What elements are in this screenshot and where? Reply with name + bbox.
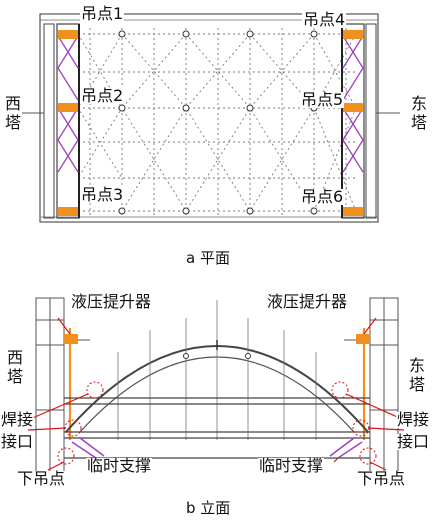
hoist-point-2-label: 吊点2 xyxy=(80,86,125,105)
elev-west-tower-label: 西塔 xyxy=(6,348,23,386)
leader-lines xyxy=(27,317,405,471)
plan-west-tower-label: 西塔 xyxy=(4,94,21,132)
plan-east-tower-label: 东塔 xyxy=(410,94,427,132)
temp-supports xyxy=(71,437,363,459)
interface-right-label: 接口 xyxy=(396,432,431,451)
weld-joint-right-label: 焊接 xyxy=(396,410,431,429)
hoist-point-6-label: 吊点6 xyxy=(300,187,345,206)
east-tower-truss xyxy=(341,23,377,219)
interface-left-label: 接口 xyxy=(0,432,35,451)
weld-joint-left-label: 焊接 xyxy=(0,410,35,429)
hoist-markers xyxy=(118,30,318,215)
deck-lines xyxy=(64,397,370,459)
plan-caption: a 平面 xyxy=(186,249,230,267)
lower-point-left-label: 下吊点 xyxy=(16,469,67,488)
elevation-view xyxy=(27,297,405,479)
deck-outline xyxy=(39,13,379,223)
west-lifter-blocks xyxy=(58,30,78,216)
temp-support-right-label: 临时支撑 xyxy=(258,456,325,475)
plan-view xyxy=(22,13,400,223)
hoist-point-3-label: 吊点3 xyxy=(80,185,125,204)
temp-support-left-label: 临时支撑 xyxy=(86,456,153,475)
west-tower-truss xyxy=(43,23,80,219)
hydraulic-lifter-left-label: 液压提升器 xyxy=(70,292,153,311)
east-lifter-elev xyxy=(356,334,370,344)
hoist-point-1-label: 吊点1 xyxy=(80,4,125,23)
west-lifter-elev xyxy=(64,334,78,344)
hangers xyxy=(117,300,317,440)
elevation-caption: b 立面 xyxy=(186,499,231,517)
lower-point-right-label: 下吊点 xyxy=(356,469,407,488)
hydraulic-lifter-right-label: 液压提升器 xyxy=(266,292,349,311)
elev-east-tower-label: 东塔 xyxy=(408,356,425,394)
hoist-point-4-label: 吊点4 xyxy=(302,10,347,29)
east-lifter-blocks xyxy=(343,30,363,216)
joint-circles xyxy=(57,381,377,465)
hoist-point-5-label: 吊点5 xyxy=(300,90,345,109)
